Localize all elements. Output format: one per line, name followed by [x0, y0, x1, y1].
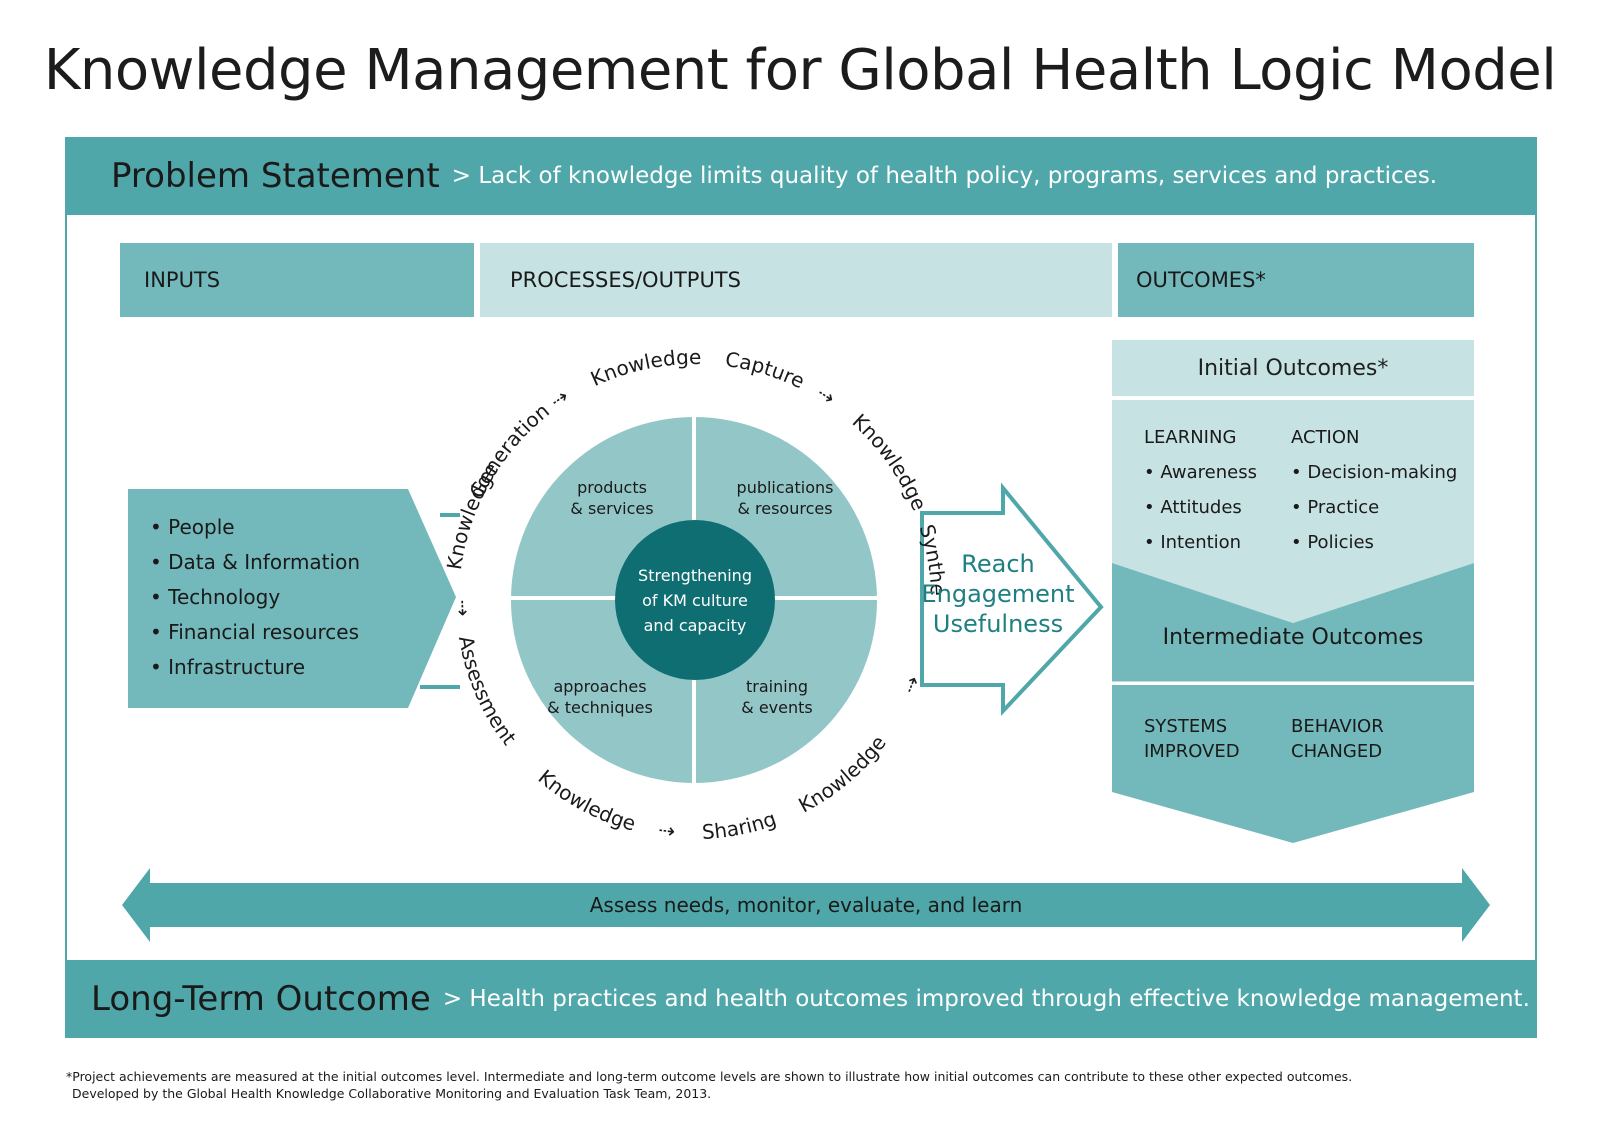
cycle-label-knowledge-3: Knowledge [848, 409, 932, 514]
action-item: • Practice [1291, 497, 1380, 518]
initial-outcomes-chevron [1112, 400, 1474, 623]
cycle-label-generation: Generation [464, 398, 553, 501]
input-item: • Financial resources [150, 620, 360, 644]
footnote: *Project achievements are measured at th… [66, 1068, 1352, 1102]
outcomes-bottom-chevron [1112, 685, 1474, 843]
quadrant-label-publications: publications& resources [736, 478, 834, 518]
svg-text:Knowledge: Knowledge [587, 345, 701, 391]
input-item: • Technology [150, 585, 281, 609]
intermediate-outcomes-box [1112, 563, 1474, 682]
systems-improved-label: SYSTEMS IMPROVED [1144, 716, 1240, 762]
inputs-list: • People • Data & Information • Technolo… [150, 510, 360, 685]
cycle-label-capture: Capture [724, 347, 809, 393]
quadrant-label-products: products& services [570, 478, 654, 518]
assess-label: Assess needs, monitor, evaluate, and lea… [589, 893, 1023, 917]
center-circle [615, 520, 775, 680]
intermediate-outcomes-title: Intermediate Outcomes [1162, 625, 1424, 650]
svg-text:Knowledge: Knowledge [848, 409, 932, 514]
svg-text:Knowledge: Knowledge [534, 765, 639, 836]
action-item: • Policies [1291, 532, 1374, 553]
learning-item: • Attitudes [1144, 497, 1242, 518]
svg-text:⇢: ⇢ [451, 599, 476, 617]
cycle-arrow-4: ⇢ [657, 817, 677, 843]
cycle-label-knowledge-2: Knowledge [587, 345, 701, 391]
learning-item: • Intention [1144, 532, 1242, 553]
footnote-line: *Project achievements are measured at th… [66, 1069, 1353, 1084]
inputs-header: INPUTS [120, 243, 474, 317]
reach-arrow [920, 482, 1104, 717]
cycle-arrow-2: ⇢ [813, 381, 840, 410]
cycle-label-sharing: Sharing [701, 806, 779, 844]
assess-double-arrow [122, 868, 1490, 942]
problem-statement-band: Problem Statement > Lack of knowledge li… [65, 137, 1537, 215]
cycle-arrow-1: ⇢ [546, 384, 573, 413]
long-term-outcome-band: Long-Term Outcome > Health practices and… [65, 960, 1537, 1038]
learning-heading: LEARNING [1144, 427, 1237, 448]
problem-statement-text: > Lack of knowledge limits quality of he… [451, 163, 1438, 189]
cycle-label-knowledge-5: Knowledge [534, 765, 639, 836]
svg-text:Assessment: Assessment [454, 634, 521, 750]
svg-text:⇢: ⇢ [813, 381, 840, 410]
problem-statement-label: Problem Statement [111, 156, 440, 196]
inputs-pentagon [128, 489, 456, 708]
footnote-line: Developed by the Global Health Knowledge… [72, 1086, 712, 1101]
input-item: • Infrastructure [150, 655, 306, 679]
initial-outcomes-title-box [1112, 340, 1474, 396]
processes-outputs-header: PROCESSES/OUTPUTS [480, 243, 1112, 317]
long-term-outcome-label: Long-Term Outcome [91, 979, 431, 1019]
behavior-changed-label: BEHAVIOR CHANGED [1291, 716, 1384, 762]
page-title: Knowledge Management for Global Health L… [43, 38, 1557, 103]
long-term-outcome-text: > Health practices and health outcomes i… [442, 986, 1530, 1012]
action-item: • Decision-making [1291, 462, 1458, 483]
initial-outcomes-title: Initial Outcomes* [1197, 355, 1389, 381]
input-item: • Data & Information [150, 550, 360, 574]
svg-text:Knowledge: Knowledge [794, 731, 890, 818]
svg-text:⇢: ⇢ [546, 384, 573, 413]
outcomes-header: OUTCOMES* [1118, 243, 1474, 317]
action-column: ACTION • Decision-making • Practice • Po… [1291, 420, 1457, 560]
svg-text:Sharing: Sharing [701, 806, 779, 844]
action-heading: ACTION [1291, 427, 1360, 448]
learning-item: • Awareness [1144, 462, 1257, 483]
cycle-arrow-5: ⇢ [451, 599, 476, 617]
svg-text:⇢: ⇢ [657, 817, 677, 843]
svg-text:Capture: Capture [724, 347, 809, 393]
cycle-label-knowledge-4: Knowledge [794, 731, 890, 818]
svg-text:Generation: Generation [464, 398, 553, 501]
process-circle [505, 410, 884, 790]
cycle-label-assessment: Assessment [454, 634, 521, 750]
learning-column: LEARNING • Awareness • Attitudes • Inten… [1144, 420, 1257, 560]
quadrant-label-training: training& events [741, 677, 813, 717]
quadrant-label-approaches: approaches& techniques [547, 677, 653, 717]
input-item: • People [150, 515, 235, 539]
